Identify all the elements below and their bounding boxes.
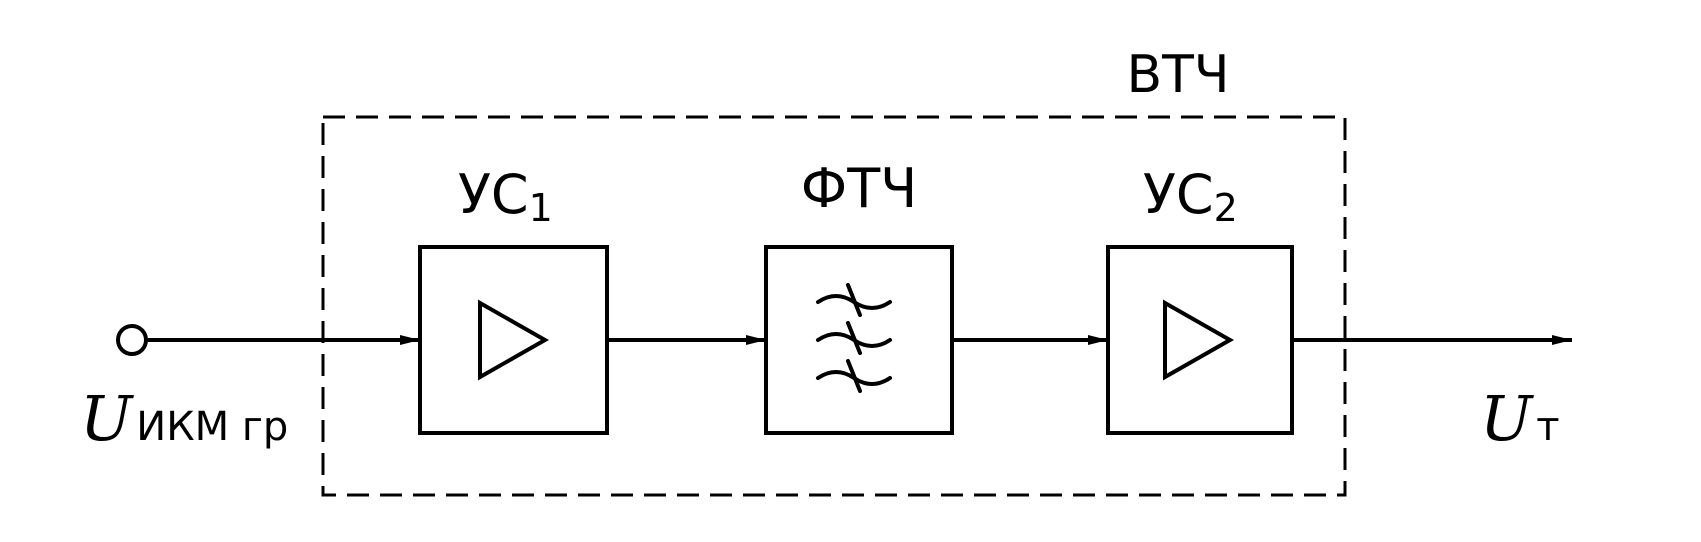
filter-wave-icon [816,283,892,393]
vtch-group-label: ВТЧ [1126,45,1229,105]
input-symbol: U [80,382,134,455]
ftch-label: ФТЧ [801,157,918,220]
us1-subscript: 1 [529,186,553,230]
amplifier-block-us2 [1106,245,1294,435]
us2-name: УС [1143,163,1214,226]
input-terminal [116,324,148,356]
vtch-group-boundary [321,115,1347,497]
output-symbol: U [1480,382,1534,455]
output-subscript: т [1536,404,1559,450]
us1-name: УС [458,163,529,226]
us1-label: УС1 [458,163,553,230]
amplifier-block-us1 [418,245,609,435]
amplifier-triangle-icon [1163,299,1235,381]
filter-block-ftch [764,245,954,435]
input-subscript: ИКМ гр [136,404,288,450]
us2-subscript: 2 [1214,186,1238,230]
amplifier-triangle-icon [478,299,550,381]
us2-label: УС2 [1143,163,1238,230]
